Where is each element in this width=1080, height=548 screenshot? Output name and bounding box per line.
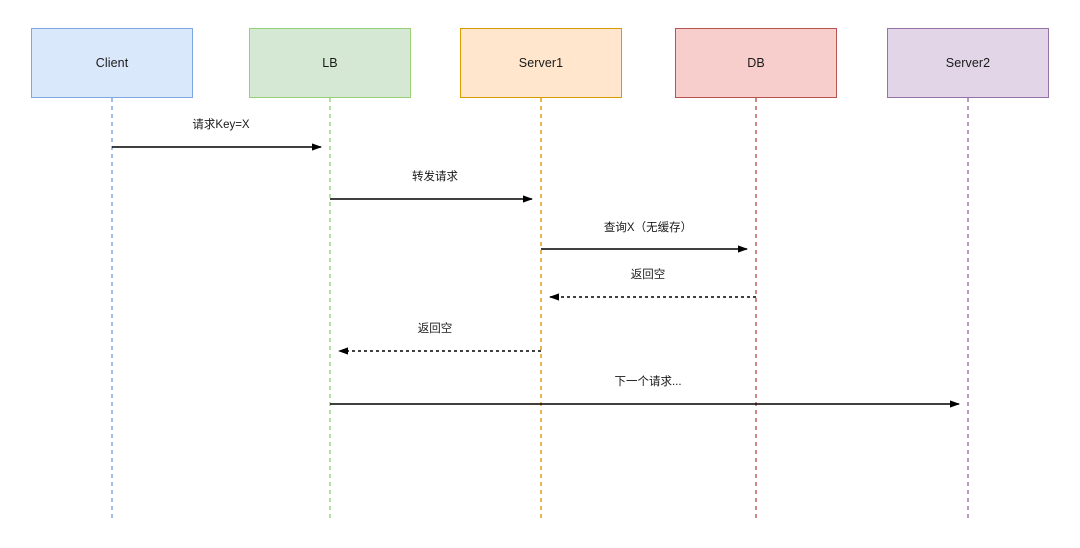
actor-box-lb[interactable]: LB bbox=[249, 28, 411, 98]
actor-box-client[interactable]: Client bbox=[31, 28, 193, 98]
messages-group bbox=[112, 143, 960, 408]
lifelines-group bbox=[111, 98, 969, 518]
actor-box-db[interactable]: DB bbox=[675, 28, 837, 98]
message-label-msg-1: 请求Key=X bbox=[192, 119, 250, 131]
actor-label-client: Client bbox=[95, 55, 129, 70]
actor-label-db: DB bbox=[747, 55, 765, 70]
message-label-msg-6: 下一个请求... bbox=[614, 376, 682, 388]
message-label-msg-4: 返回空 bbox=[630, 269, 666, 281]
actor-box-server2[interactable]: Server2 bbox=[887, 28, 1049, 98]
message-label-msg-5: 返回空 bbox=[417, 323, 453, 335]
message-label-msg-3: 查询X（无缓存） bbox=[603, 222, 693, 234]
actor-label-server2: Server2 bbox=[945, 55, 991, 70]
message-label-msg-2: 转发请求 bbox=[412, 171, 458, 183]
actor-label-server1: Server1 bbox=[518, 55, 564, 70]
actor-box-server1[interactable]: Server1 bbox=[460, 28, 622, 98]
actor-label-lb: LB bbox=[322, 55, 338, 70]
